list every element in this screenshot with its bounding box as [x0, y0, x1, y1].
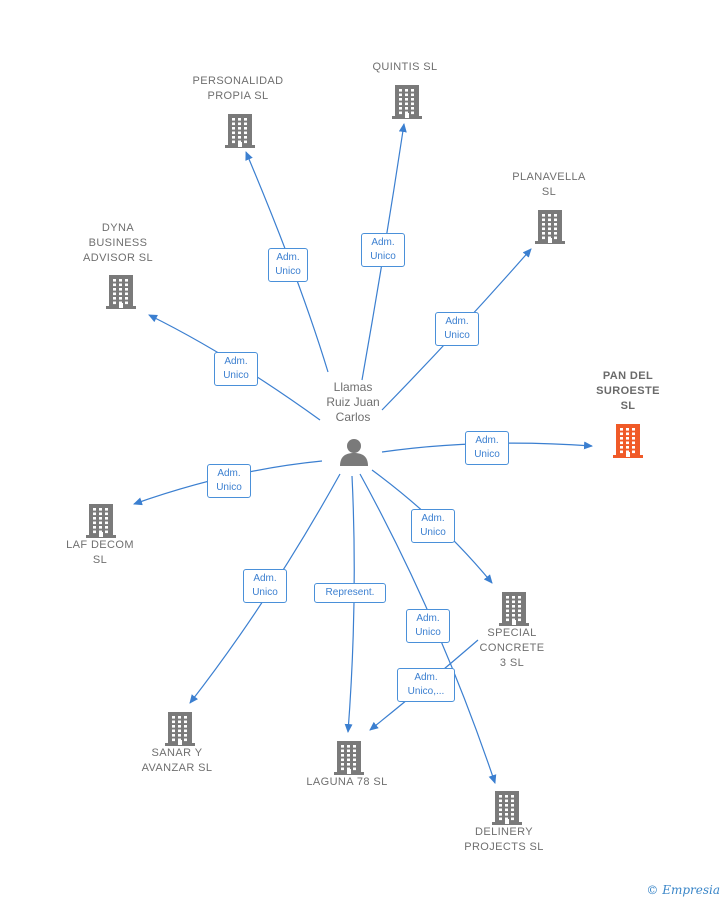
- edge-label-person-quintis[interactable]: Adm. Unico: [361, 233, 405, 267]
- edge-label-person-planavella[interactable]: Adm. Unico: [435, 312, 479, 346]
- edge-label-person-pan[interactable]: Adm. Unico: [465, 431, 509, 465]
- edge-label-special-laguna[interactable]: Adm. Unico,...: [397, 668, 455, 702]
- company-dyna-building-icon[interactable]: [104, 274, 138, 310]
- company-laguna-label[interactable]: LAGUNA 78 SL: [306, 776, 388, 788]
- edge-label-person-sanar[interactable]: Adm. Unico: [243, 569, 287, 603]
- person-label[interactable]: Llamas Ruiz Juan Carlos: [326, 380, 380, 424]
- company-planavella-building-icon[interactable]: [533, 209, 567, 245]
- company-pan-label[interactable]: PAN DEL SUROESTE SL: [596, 370, 660, 412]
- edge-person-laguna: [344, 475, 355, 733]
- watermark-text: Empresia: [662, 883, 720, 897]
- edge-label-person-special[interactable]: Adm. Unico: [411, 509, 455, 543]
- company-planavella-label[interactable]: PLANAVELLA SL: [512, 171, 586, 198]
- company-delinery-building-icon[interactable]: [490, 790, 524, 826]
- company-dyna-label[interactable]: DYNA BUSINESS ADVISOR SL: [82, 222, 154, 264]
- company-personalidad-building-icon[interactable]: [223, 113, 257, 149]
- person-icon[interactable]: [339, 437, 369, 467]
- edge-label-person-laf[interactable]: Adm. Unico: [207, 464, 251, 498]
- company-laf-building-icon[interactable]: [84, 503, 118, 539]
- company-quintis-building-icon[interactable]: [390, 84, 424, 120]
- edge-label-person-laguna[interactable]: Represent.: [314, 583, 386, 603]
- company-laguna-building-icon[interactable]: [332, 740, 366, 776]
- company-personalidad-label[interactable]: PERSONALIDAD PROPIA SL: [192, 75, 284, 102]
- company-laf-label[interactable]: LAF DECOM SL: [66, 539, 134, 566]
- company-sanar-label[interactable]: SANAR Y AVANZAR SL: [141, 747, 213, 774]
- company-special-building-icon[interactable]: [497, 591, 531, 627]
- edge-label-person-dyna[interactable]: Adm. Unico: [214, 352, 258, 386]
- edge-label-person-personalidad[interactable]: Adm. Unico: [268, 248, 308, 282]
- company-special-label[interactable]: SPECIAL CONCRETE 3 SL: [479, 627, 545, 669]
- watermark: © Empresia: [646, 883, 720, 897]
- company-pan-building-icon[interactable]: [611, 423, 645, 459]
- company-quintis-label[interactable]: QUINTIS SL: [372, 61, 438, 73]
- edge-label-person-delinery[interactable]: Adm. Unico: [406, 609, 450, 643]
- company-sanar-building-icon[interactable]: [163, 711, 197, 747]
- company-delinery-label[interactable]: DELINERY PROJECTS SL: [464, 826, 544, 853]
- copyright-icon: ©: [646, 883, 663, 897]
